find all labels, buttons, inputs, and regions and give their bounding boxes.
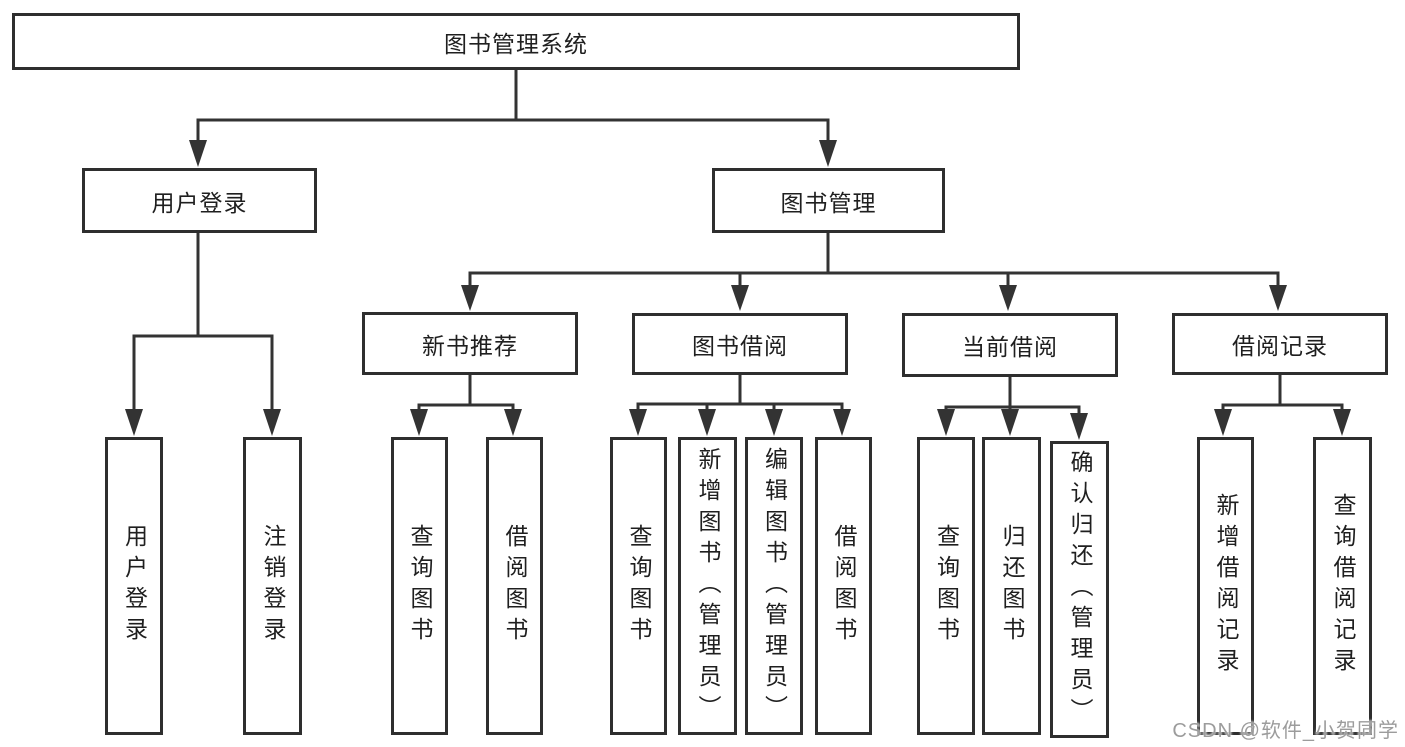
- arrowhead: [1214, 409, 1232, 436]
- node-borrow-records-label: 借阅记录: [1232, 333, 1328, 359]
- arrowhead: [629, 409, 647, 436]
- arrowhead: [125, 409, 143, 436]
- csdn-watermark: CSDN @软件_小贺同学: [1172, 720, 1399, 742]
- node-borrow-records: 借阅记录: [1172, 313, 1388, 375]
- arrowhead: [833, 409, 851, 436]
- arrowhead: [1333, 409, 1351, 436]
- arrowhead: [765, 409, 783, 436]
- leaf-cb-confirm-return-label: 确认归还（管理员）: [1067, 450, 1093, 729]
- leaf-br-query-record-label: 查询借阅记录: [1330, 493, 1356, 679]
- leaf-nb-query-book: 查询图书: [391, 437, 448, 735]
- node-book-borrow: 图书借阅: [632, 313, 848, 375]
- leaf-nb-query-book-label: 查询图书: [407, 524, 433, 648]
- leaf-logout: 注销登录: [243, 437, 302, 735]
- leaf-cb-return-book-label: 归还图书: [999, 524, 1025, 648]
- leaf-bb-edit-book-label: 编辑图书（管理员）: [761, 446, 788, 726]
- leaf-cb-confirm-return: 确认归还（管理员）: [1050, 441, 1109, 738]
- arrowhead: [504, 409, 522, 436]
- arrowhead: [1001, 409, 1019, 436]
- node-current-borrow-label: 当前借阅: [962, 334, 1058, 360]
- leaf-bb-add-book: 新增图书（管理员）: [678, 437, 737, 735]
- leaf-cb-query-book: 查询图书: [917, 437, 975, 735]
- leaf-user-login: 用户登录: [105, 437, 163, 735]
- leaf-cb-query-book-label: 查询图书: [933, 524, 960, 648]
- leaf-bb-add-book-label: 新增图书（管理员）: [695, 446, 721, 726]
- leaf-bb-borrow-book: 借阅图书: [815, 437, 872, 735]
- node-root-label: 图书管理系统: [444, 30, 588, 57]
- node-book-mgmt: 图书管理: [712, 168, 945, 233]
- leaf-nb-borrow-book: 借阅图书: [486, 437, 543, 735]
- arrowhead: [731, 285, 749, 311]
- leaf-cb-return-book: 归还图书: [982, 437, 1041, 735]
- node-root-system: 图书管理系统: [12, 13, 1020, 70]
- arrowhead: [189, 140, 207, 167]
- leaf-user-login-label: 用户登录: [121, 524, 148, 648]
- leaf-nb-borrow-book-label: 借阅图书: [502, 524, 528, 648]
- arrowhead: [1269, 285, 1287, 311]
- leaf-br-add-record-label: 新增借阅记录: [1213, 493, 1239, 679]
- node-book-borrow-label: 图书借阅: [692, 333, 788, 359]
- arrowhead: [263, 409, 281, 436]
- arrowhead: [819, 140, 837, 167]
- leaf-bb-query-book-label: 查询图书: [626, 524, 652, 648]
- leaf-bb-query-book: 查询图书: [610, 437, 667, 735]
- arrowhead: [1070, 413, 1088, 440]
- node-book-mgmt-label: 图书管理: [780, 189, 877, 216]
- node-user-login: 用户登录: [82, 168, 317, 233]
- arrowhead: [937, 409, 955, 436]
- node-user-login-label: 用户登录: [151, 189, 248, 216]
- leaf-br-query-record: 查询借阅记录: [1313, 437, 1372, 735]
- arrowhead: [698, 409, 716, 436]
- leaf-br-add-record: 新增借阅记录: [1197, 437, 1254, 735]
- arrowhead: [999, 285, 1017, 311]
- node-current-borrow: 当前借阅: [902, 313, 1118, 377]
- leaf-bb-borrow-book-label: 借阅图书: [831, 524, 857, 648]
- node-new-book-rec-label: 新书推荐: [422, 332, 518, 359]
- node-new-book-rec: 新书推荐: [362, 312, 578, 375]
- arrowhead: [410, 409, 428, 436]
- arrowhead: [461, 285, 479, 311]
- leaf-bb-edit-book: 编辑图书（管理员）: [745, 437, 803, 735]
- leaf-logout-label: 注销登录: [260, 524, 286, 648]
